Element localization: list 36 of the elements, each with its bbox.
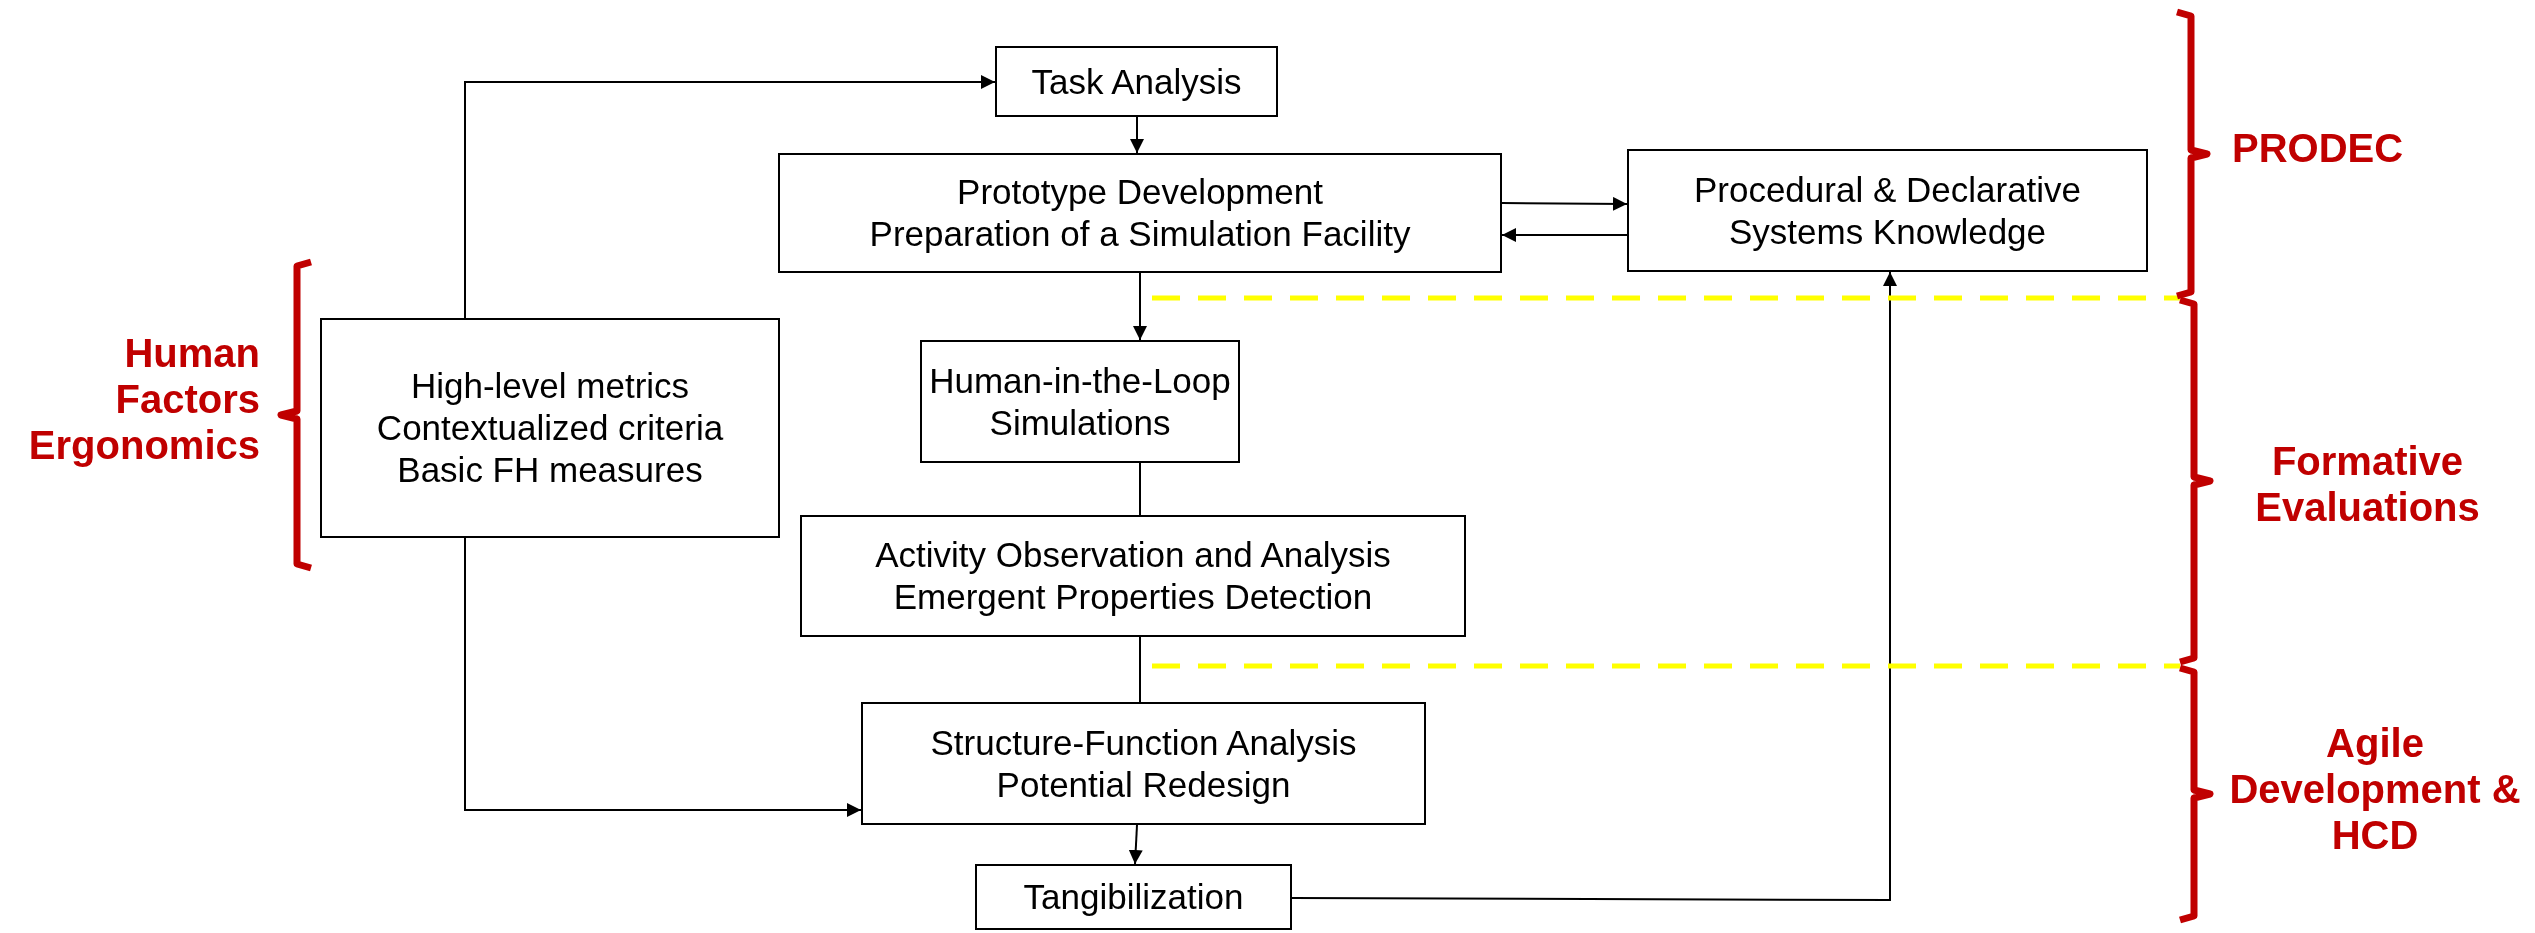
box-text: Basic FH measures — [397, 449, 703, 491]
box-text: Tangibilization — [1023, 876, 1244, 918]
process-box — [1627, 149, 2148, 272]
group-label: Human Factors Ergonomics — [27, 330, 260, 468]
box-text: Human-in-the-Loop Simulations — [928, 359, 1232, 444]
process-box — [320, 318, 780, 538]
process-box — [800, 515, 1466, 637]
arrow — [1128, 824, 1143, 865]
arrow — [464, 75, 996, 319]
arrow — [1501, 228, 1628, 242]
box-text: Procedural & Declarative — [1693, 168, 2082, 211]
process-box — [920, 340, 1240, 463]
box-text: Activity Observation and Analysis — [875, 534, 1391, 576]
box-text: Prototype Development — [957, 171, 1323, 213]
process-box — [995, 46, 1278, 117]
group-label: Agile Development & HCD — [2228, 720, 2522, 858]
box-text: Emergent Properties Detection — [893, 576, 1373, 618]
process-box — [975, 864, 1292, 930]
box-text: Contextualized criteria — [376, 407, 724, 449]
box-text: Systems Knowledge — [1728, 210, 2047, 253]
process-box — [778, 153, 1502, 273]
group-label: PRODEC — [2232, 125, 2405, 171]
arrow — [1133, 272, 1147, 341]
box-text: Structure-Function Analysis — [930, 721, 1357, 764]
box-text: Potential Redesign — [996, 763, 1291, 806]
box-text: Preparation of a Simulation Facility — [869, 213, 1411, 255]
box-text: High-level metrics — [410, 365, 690, 407]
connector-line — [1139, 462, 1141, 516]
arrow — [464, 537, 862, 817]
box-text: Task Analysis — [1031, 60, 1242, 103]
connector-line — [1139, 636, 1141, 703]
arrow — [1130, 116, 1144, 154]
arrow — [1291, 271, 1897, 901]
group-label: Formative Evaluations — [2254, 438, 2481, 530]
arrow — [1501, 196, 1628, 211]
process-box — [861, 702, 1426, 825]
